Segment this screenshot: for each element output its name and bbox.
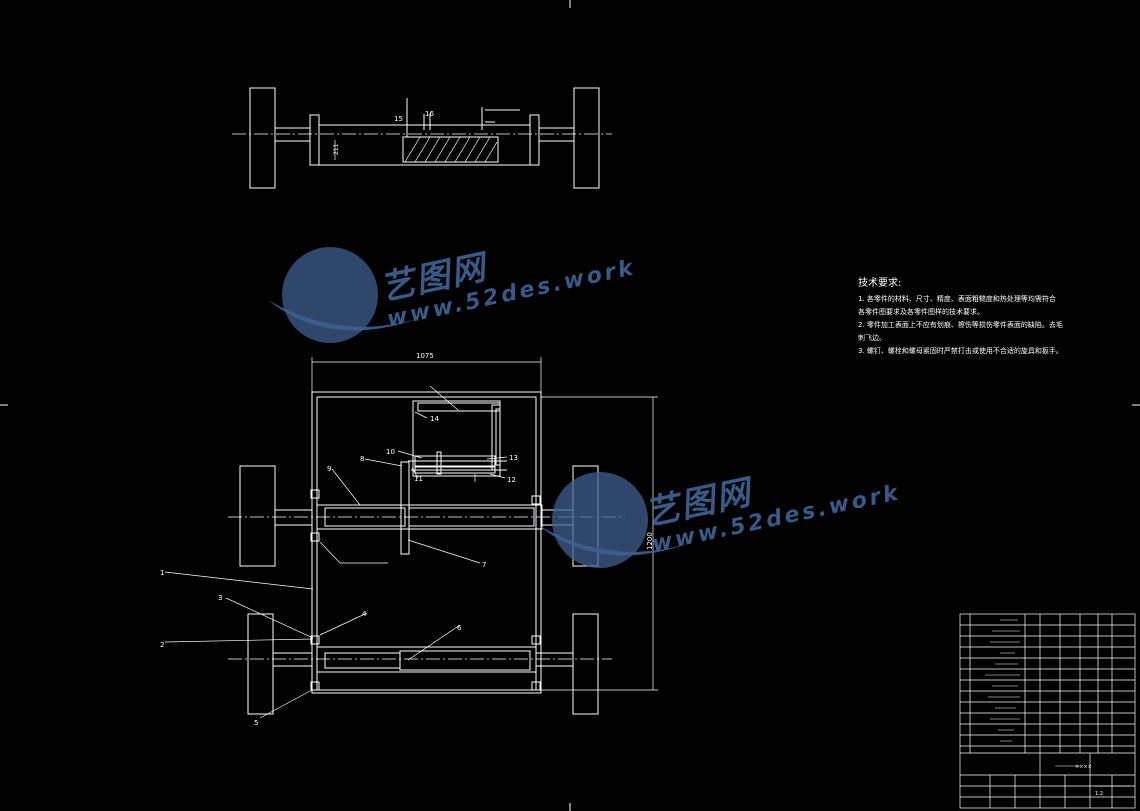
callout-12: 12 [507, 476, 516, 484]
dim-top-15: 15 [394, 115, 403, 123]
callout-2: 2 [160, 641, 164, 649]
dim-overall-width: 1075 [416, 352, 434, 360]
requirement-line: 各零件图要求及各零件图样的技术要求。 [858, 308, 984, 316]
callout-8: 8 [360, 455, 364, 463]
callout-3: 3 [218, 594, 222, 602]
dim-top-16: 16 [425, 110, 434, 118]
top-view [232, 87, 612, 189]
callout-14: 14 [430, 415, 439, 423]
callout-1: 1 [160, 569, 164, 577]
callout-11: 11 [414, 475, 423, 483]
callout-13: 13 [509, 454, 518, 462]
requirement-line: 2. 零件加工表面上不应有划痕、擦伤等损伤零件表面的缺陷。去毛 [858, 321, 1063, 329]
technical-requirements-title: 技术要求: [858, 278, 902, 289]
technical-requirements: 技术要求: 1. 各零件的材料、尺寸、精度、表面粗糙度和热处理等均需符合 各零件… [858, 276, 1128, 358]
watermark-globe-icon [268, 247, 690, 568]
dim-top-height: 211 [333, 143, 340, 155]
callout-4: 4 [362, 610, 367, 618]
callout-9: 9 [327, 465, 331, 473]
title-block-code: ×××× [1075, 764, 1092, 770]
callout-6: 6 [457, 624, 462, 632]
title-block [959, 613, 1136, 809]
requirement-line: 3. 螺钉、螺栓和螺母紧固时严禁打击或使用不合适的旋具和扳手。 [858, 347, 1063, 355]
requirement-line: 刺飞边。 [858, 334, 886, 342]
requirement-line: 1. 各零件的材料、尺寸、精度、表面粗糙度和热处理等均需符合 [858, 295, 1056, 303]
callout-10: 10 [386, 448, 395, 456]
title-block-scale: 1:2 [1095, 791, 1103, 797]
dim-side-height: 1200 [646, 532, 654, 550]
callout-7: 7 [482, 561, 486, 569]
callout-5: 5 [254, 719, 258, 727]
